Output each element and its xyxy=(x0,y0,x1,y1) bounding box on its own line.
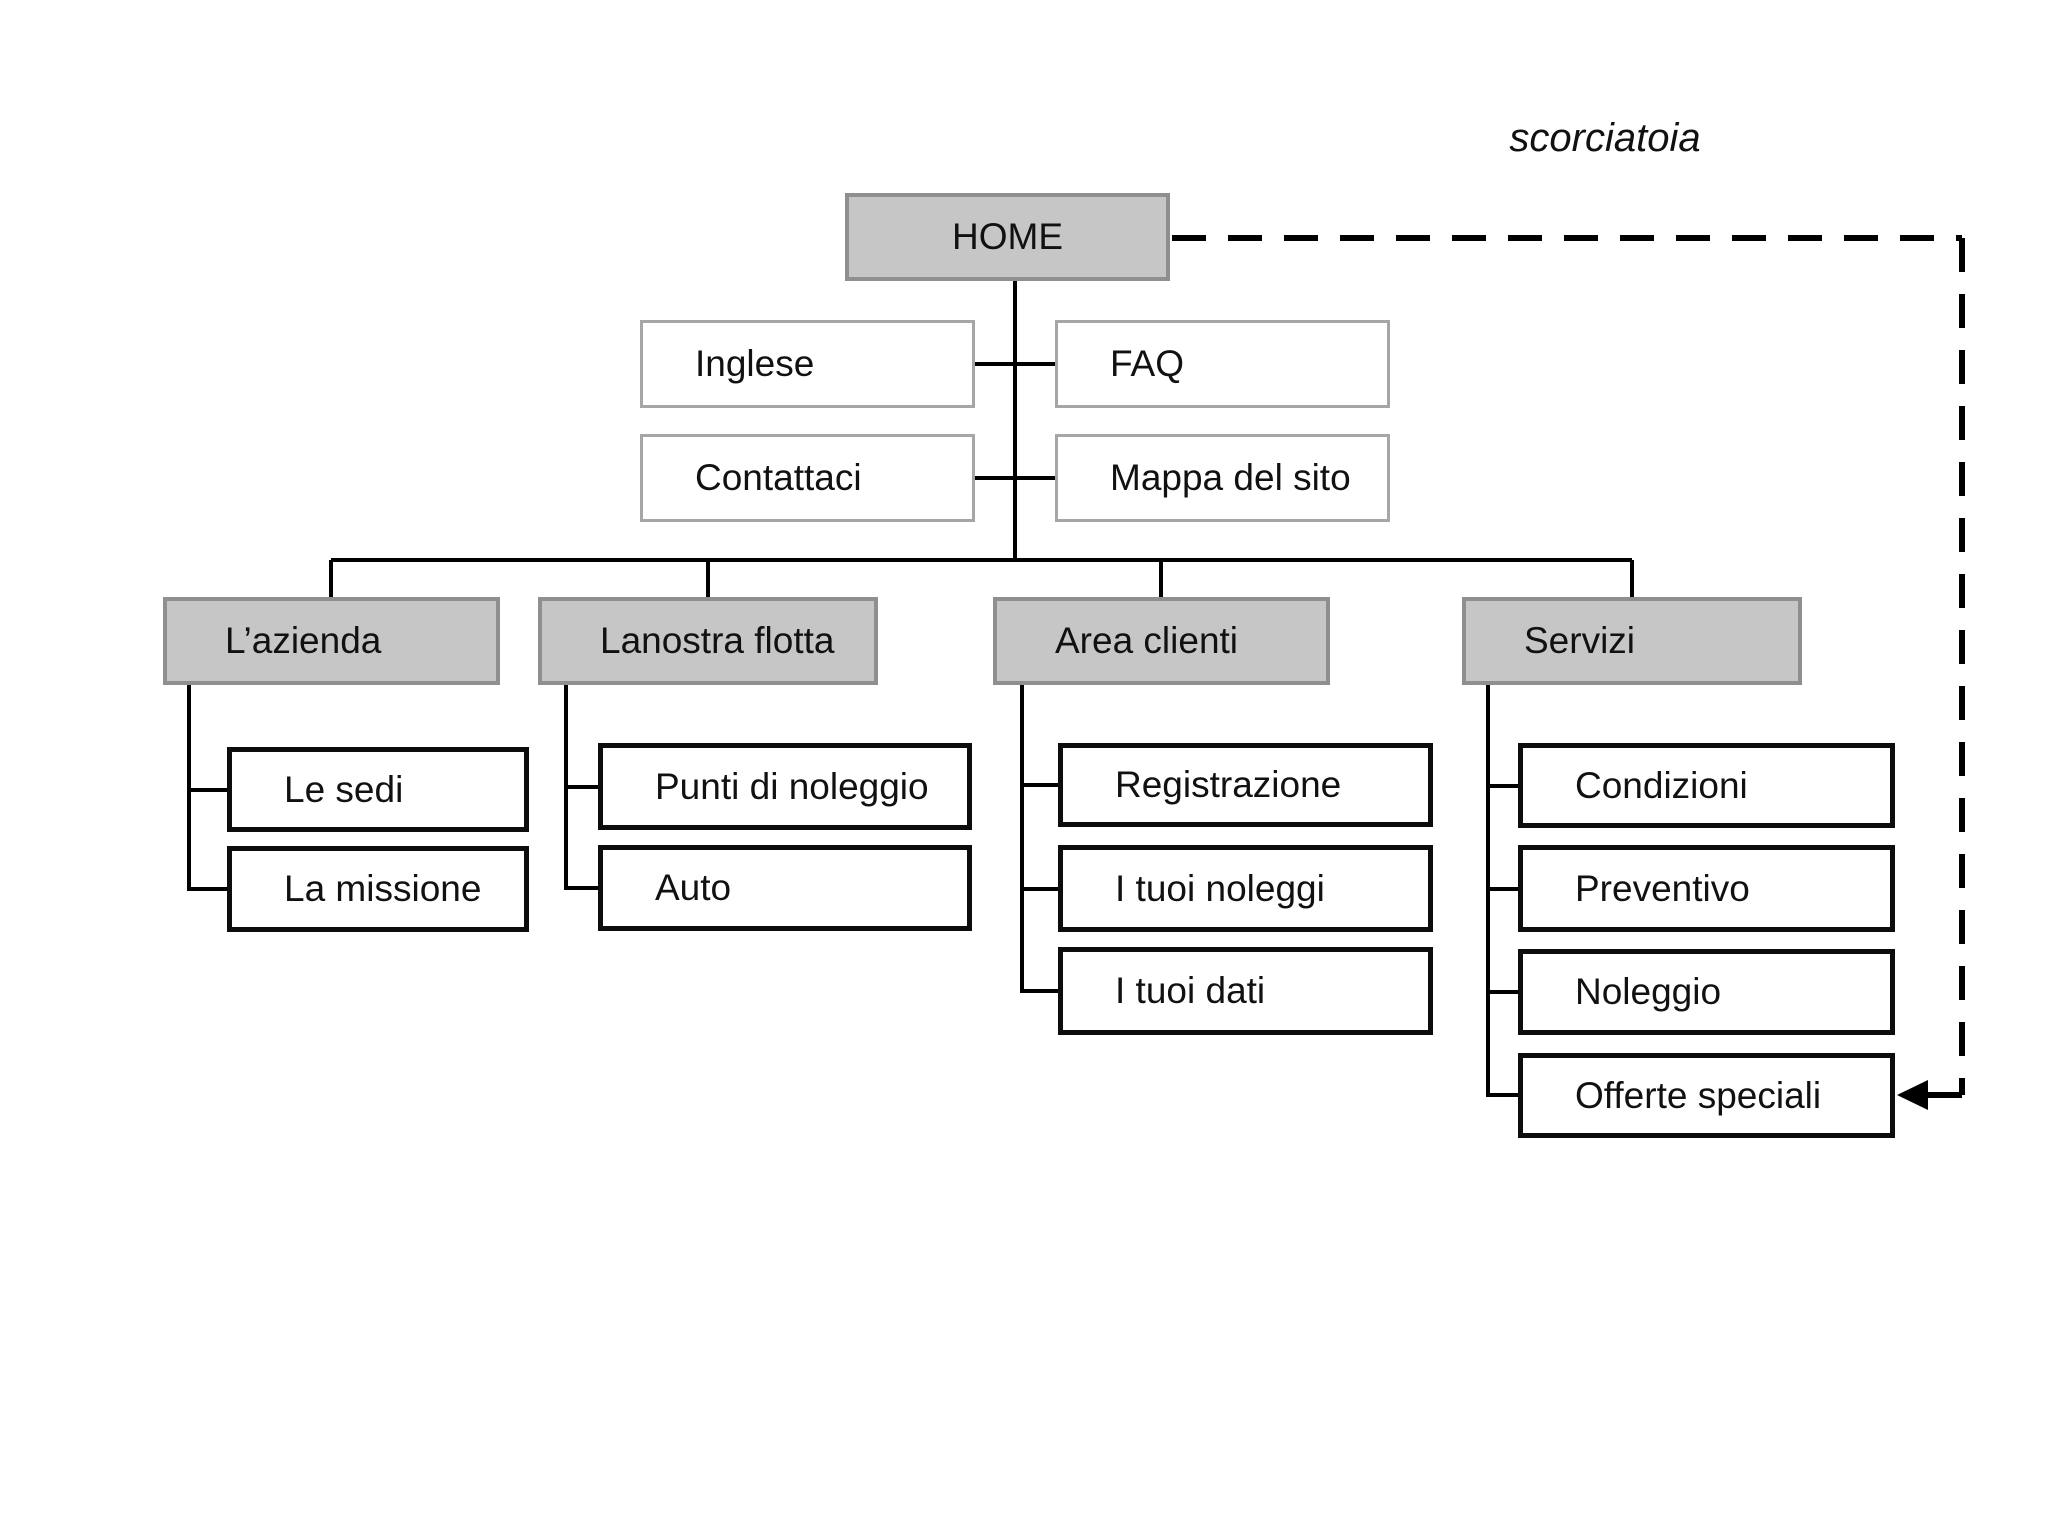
child-node-i-tuoi-dati: I tuoi dati xyxy=(1058,947,1433,1035)
utility-node-mappa-del-sito: Mappa del sito xyxy=(1055,434,1390,522)
utility-node-inglese: Inglese xyxy=(640,320,975,408)
shortcut-arrowhead xyxy=(1897,1080,1928,1110)
child-node-preventivo: Preventivo xyxy=(1518,845,1895,932)
utility-node-faq: FAQ xyxy=(1055,320,1390,408)
child-node-noleggio: Noleggio xyxy=(1518,949,1895,1035)
section-node-servizi: Servizi xyxy=(1462,597,1802,685)
child-node-i-tuoi-noleggi: I tuoi noleggi xyxy=(1058,845,1433,932)
section-node-area-clienti: Area clienti xyxy=(993,597,1330,685)
child-node-offerte-speciali: Offerte speciali xyxy=(1518,1053,1895,1138)
utility-node-contattaci: Contattaci xyxy=(640,434,975,522)
child-node-auto: Auto xyxy=(598,845,972,931)
section-node-azienda: L’azienda xyxy=(163,597,500,685)
child-node-condizioni: Condizioni xyxy=(1518,743,1895,828)
child-node-le-sedi: Le sedi xyxy=(227,747,529,832)
child-node-punti-di-noleggio: Punti di noleggio xyxy=(598,743,972,830)
section-node-lanostra-flotta: Lanostra flotta xyxy=(538,597,878,685)
shortcut-dashed-line xyxy=(1172,235,1965,1098)
home-node: HOME xyxy=(845,193,1170,281)
child-node-registrazione: Registrazione xyxy=(1058,743,1433,827)
shortcut-label: scorciatoia xyxy=(1509,116,1701,160)
child-node-la-missione: La missione xyxy=(227,846,529,932)
